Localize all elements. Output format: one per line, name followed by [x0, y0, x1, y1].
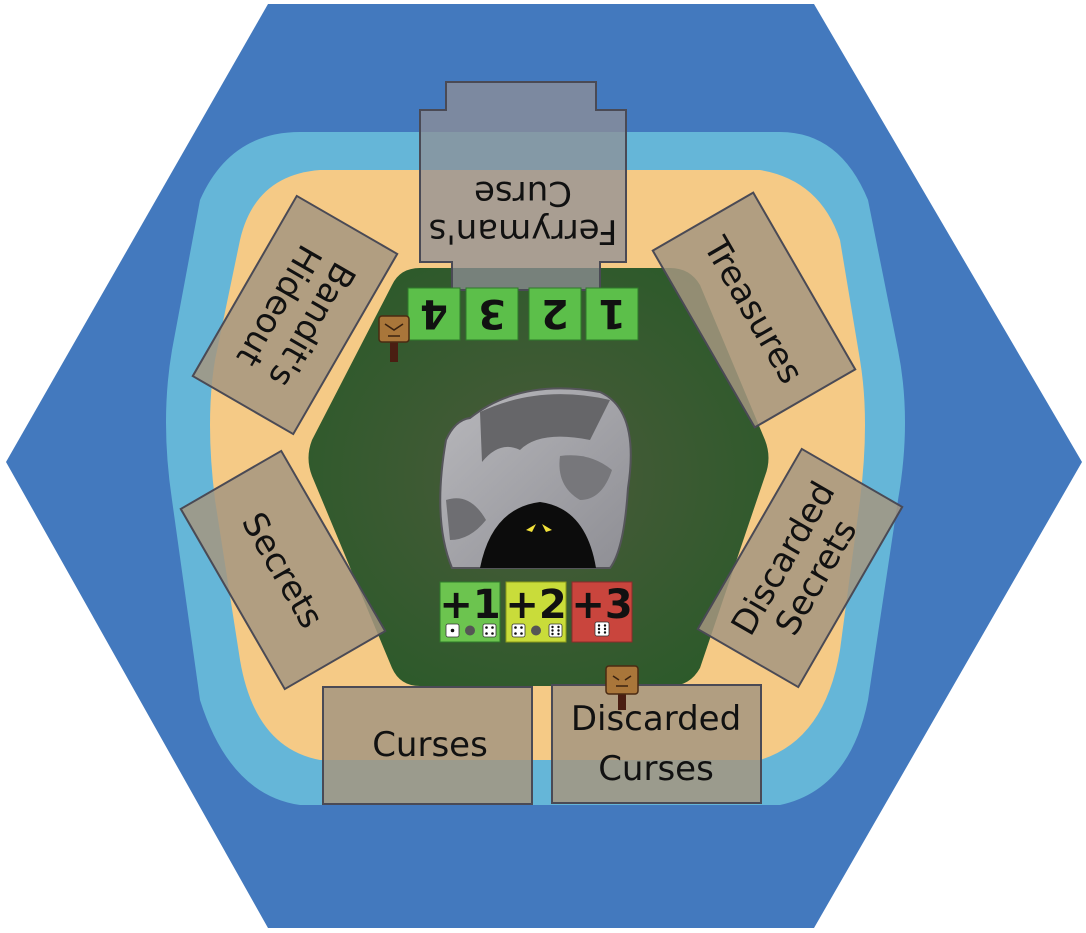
track-number: 4: [420, 290, 448, 336]
dice-icon: [594, 621, 610, 637]
track-number: 2: [541, 290, 569, 336]
zone-discarded-curses[interactable]: Discarded Curses: [551, 684, 762, 804]
track-space-2[interactable]: 2: [528, 287, 582, 341]
zone-label: Curses: [598, 749, 714, 789]
modifier-plus2[interactable]: +2: [505, 581, 567, 643]
track-number: 3: [478, 290, 506, 336]
zone-label: Curses: [372, 725, 488, 765]
modifier-label: +1: [439, 582, 500, 628]
modifier-label: +3: [571, 582, 632, 628]
zone-label: Curse: [474, 173, 572, 213]
modifier-label: +2: [505, 582, 566, 628]
track: 1 2 3 4: [407, 287, 639, 341]
zone-curses[interactable]: Curses: [322, 686, 533, 805]
track-space-1[interactable]: 1: [585, 287, 639, 341]
signpost-icon: [378, 315, 410, 362]
cave-icon: [439, 387, 632, 569]
modifier-plus3[interactable]: +3: [571, 581, 633, 643]
zone-label: Discarded: [571, 699, 741, 739]
signpost-icon: [605, 665, 639, 710]
track-number: 1: [598, 290, 626, 336]
modifier-plus1[interactable]: +1: [439, 581, 501, 643]
zone-label: Ferryman's: [429, 211, 618, 251]
zone-secrets[interactable]: Secrets: [179, 449, 387, 691]
zone-ferrymans-curse[interactable]: Ferryman's Curse: [419, 81, 627, 291]
track-space-4[interactable]: 4: [407, 287, 461, 341]
dice-icon: [445, 623, 497, 638]
dice-icon: [511, 623, 563, 638]
track-space-3[interactable]: 3: [465, 287, 519, 341]
